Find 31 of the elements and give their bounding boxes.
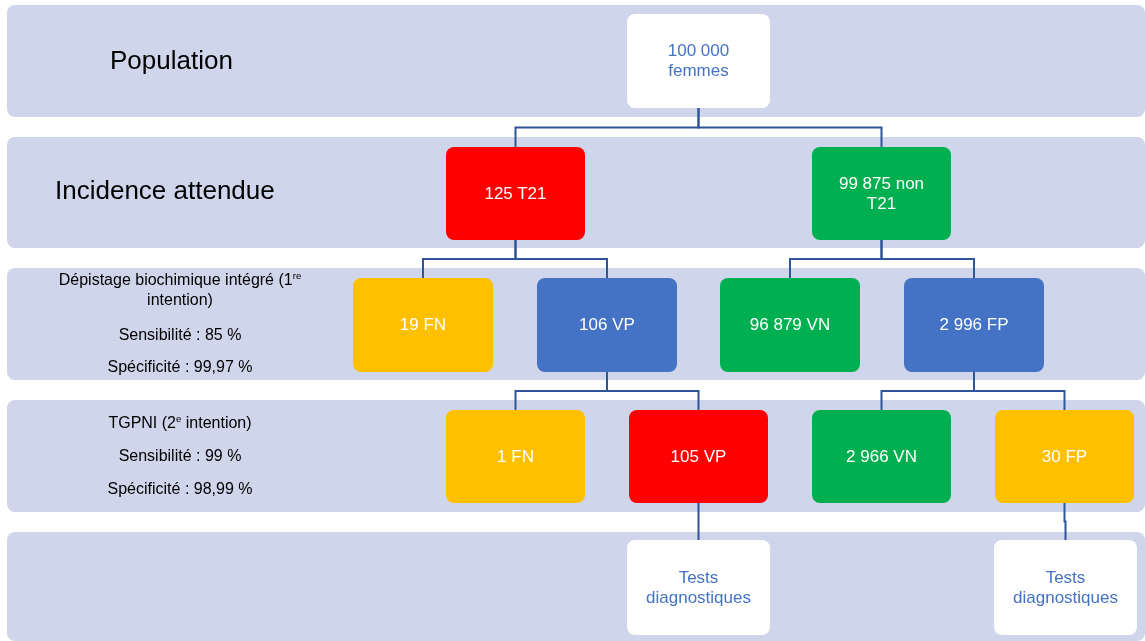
count-box: Tests diagnostiques <box>627 540 770 635</box>
row-band <box>7 137 1145 248</box>
count-box: 105 VP <box>629 410 768 503</box>
count-box: 2 996 FP <box>904 278 1044 372</box>
connector-line <box>880 239 975 279</box>
row-label: Dépistage biochimique intégré (1$^{re}$ intention) <box>57 270 303 310</box>
row-band <box>7 400 1145 512</box>
connector-line <box>697 107 883 148</box>
count-box: 99 875 non T21 <box>812 147 951 240</box>
row-label: Population <box>110 44 234 77</box>
connector-line <box>1063 502 1067 541</box>
connector-line <box>514 239 608 279</box>
count-box: Tests diagnostiques <box>994 540 1137 635</box>
row-label: Spécificité : 99,97 % <box>106 357 254 377</box>
row-band <box>7 5 1145 117</box>
row-label: Incidence attendue <box>55 174 276 207</box>
row-label: Sensibilité : 99 % <box>117 446 243 466</box>
row-label: Spécificité : 98,99 % <box>106 479 254 499</box>
count-box: 19 FN <box>353 278 493 372</box>
connector-line <box>697 502 700 541</box>
count-box: 125 T21 <box>446 147 585 240</box>
count-box: 100 000 femmes <box>627 14 770 108</box>
count-box: 30 FP <box>995 410 1134 503</box>
count-box: 106 VP <box>537 278 677 372</box>
count-box: 96 879 VN <box>720 278 860 372</box>
row-band <box>7 268 1145 380</box>
row-label: Sensibilité : 85 % <box>117 325 243 345</box>
count-box: 2 966 VN <box>812 410 951 503</box>
count-box: 1 FN <box>446 410 585 503</box>
row-label: TGPNI (2$^{e}$ intention) <box>107 413 253 433</box>
row-band <box>7 532 1145 641</box>
